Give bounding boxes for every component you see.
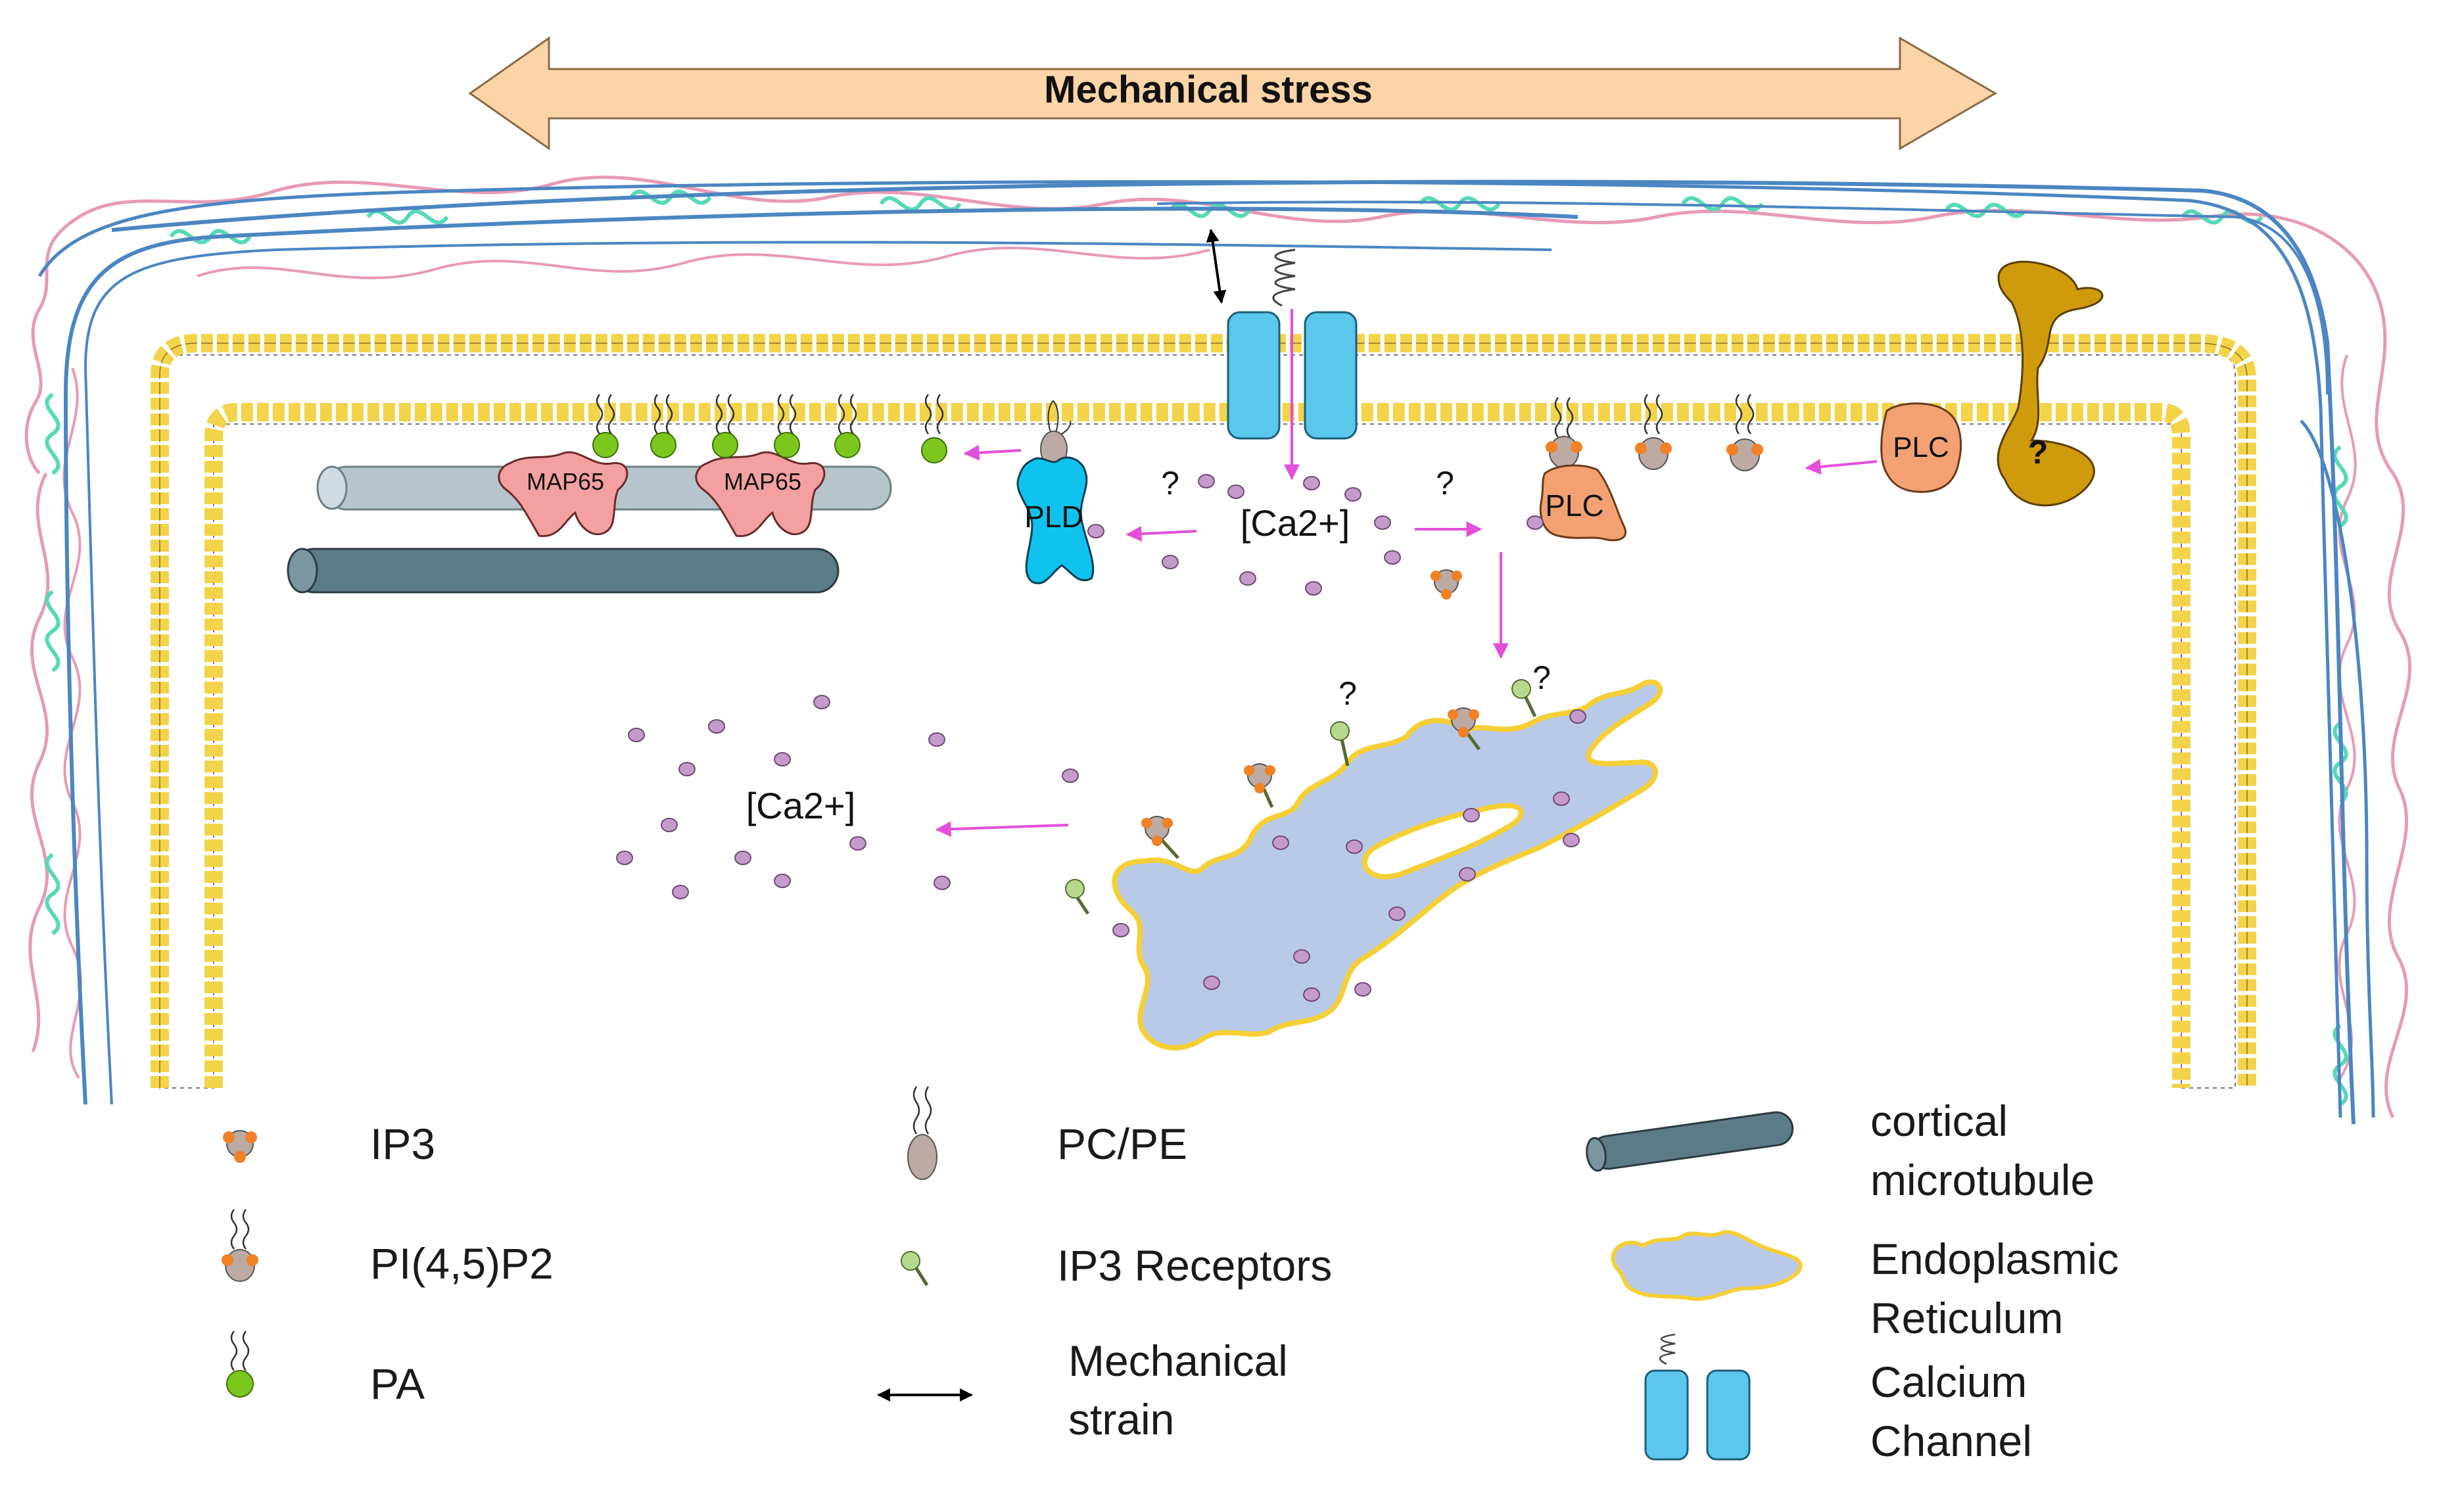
legend-ip3-receptors-label: IP3 Receptors bbox=[1057, 1241, 1332, 1290]
calcium-released: [Ca2+] bbox=[616, 695, 1079, 899]
unknown-to-pld-label: ? bbox=[1161, 465, 1179, 502]
ip3-receptor bbox=[1141, 816, 1179, 859]
map65-label: MAP65 bbox=[724, 468, 801, 495]
cellulose-microfibril bbox=[2300, 419, 2375, 1118]
legend-pip2-label: PI(4,5)P2 bbox=[370, 1239, 554, 1288]
calcium-released-label: [Ca2+] bbox=[746, 785, 856, 826]
mechanical-stress-title: Mechanical stress bbox=[1044, 68, 1373, 111]
hemicellulose-fiber bbox=[169, 189, 2263, 245]
ip3-receptor bbox=[1244, 763, 1275, 809]
legend-pcpe-label: PC/PE bbox=[1057, 1120, 1187, 1168]
pectin-fiber bbox=[2338, 354, 2357, 1079]
cellulose-microfibril bbox=[1156, 200, 2329, 395]
legend-mechanical-strain-label-1: Mechanical bbox=[1068, 1336, 1288, 1385]
legend-mechanical-strain-label-2: strain bbox=[1068, 1395, 1174, 1444]
plasma-membrane bbox=[151, 334, 2256, 1089]
cellulose-microfibril bbox=[111, 179, 2356, 1125]
calcium-cytosol-label: [Ca2+] bbox=[1241, 502, 1350, 544]
legend-er-label-2: Reticulum bbox=[1870, 1294, 2063, 1342]
calcium-cytosol: [Ca2+] ? ? bbox=[1087, 465, 1544, 659]
legend-ip3-receptors: IP3 Receptors bbox=[901, 1241, 1332, 1290]
legend-channel-label-1: Calcium bbox=[1870, 1357, 2027, 1406]
unknown-er-label-2: ? bbox=[1532, 659, 1551, 696]
pip2-lipid bbox=[1546, 397, 1582, 469]
mechanosensitive-spring bbox=[1272, 248, 1296, 307]
mechanical-stress-arrow: Mechanical stress bbox=[468, 36, 1997, 151]
legend-mechanical-strain: Mechanical strain bbox=[877, 1336, 1288, 1444]
legend-pcpe: PC/PE bbox=[907, 1086, 1187, 1180]
legend-pa: PA bbox=[226, 1331, 425, 1408]
microtubule-front bbox=[291, 548, 840, 594]
unknown-receptor-label: ? bbox=[2028, 434, 2049, 471]
cell-wall bbox=[24, 176, 2412, 1125]
membrane-inner-leaflet bbox=[204, 403, 2191, 1088]
membrane-outline bbox=[159, 342, 2248, 1088]
unknown-er-label-1: ? bbox=[1339, 675, 1357, 712]
pa-lipids bbox=[592, 394, 947, 463]
legend: IP3 PI(4,5)P2 PA PC/PE IP3 Receptors bbox=[222, 1086, 2119, 1465]
legend-pip2: PI(4,5)P2 bbox=[222, 1209, 554, 1288]
map65-label: MAP65 bbox=[527, 468, 604, 495]
cortical-microtubules: MAP65 MAP65 bbox=[287, 451, 892, 594]
pld-label: PLD bbox=[1024, 500, 1083, 534]
plc-enzyme: PLC bbox=[1539, 464, 1626, 542]
legend-microtubule-label-1: cortical bbox=[1870, 1096, 2008, 1145]
calcium-channel bbox=[1206, 229, 1358, 481]
legend-channel-label-2: Channel bbox=[1870, 1417, 2032, 1465]
ip3-receptor bbox=[1065, 879, 1090, 915]
unknown-to-plc-label: ? bbox=[1436, 465, 1454, 502]
pa-lipid bbox=[921, 394, 947, 463]
pa-lipid bbox=[774, 394, 800, 458]
legend-er-label-1: Endoplasmic bbox=[1870, 1235, 2119, 1283]
pa-lipid bbox=[834, 394, 861, 458]
legend-pa-label: PA bbox=[370, 1359, 425, 1408]
plc-enzyme: PLC bbox=[1880, 402, 1962, 493]
cellulose-microfibril bbox=[37, 179, 2342, 1118]
pip2-lipid bbox=[1726, 394, 1763, 471]
pld-enzyme: PLD bbox=[1016, 400, 1095, 584]
pa-lipid bbox=[712, 394, 738, 458]
legend-microtubule-label-2: microtubule bbox=[1870, 1156, 2095, 1204]
pip2-lipid bbox=[1635, 394, 1672, 470]
legend-microtubule: cortical microtubule bbox=[1586, 1096, 2095, 1204]
ip3-molecule bbox=[1431, 569, 1462, 600]
ip3-receptor bbox=[1330, 721, 1350, 766]
map65-protein: MAP65 bbox=[695, 451, 826, 537]
pa-lipid bbox=[592, 394, 619, 458]
cellulose-microfibril bbox=[63, 206, 1578, 1105]
pectin-fiber bbox=[197, 247, 1210, 279]
pectin-fiber bbox=[28, 472, 50, 1052]
legend-ip3: IP3 bbox=[223, 1120, 435, 1168]
unknown-receptor: ? bbox=[1997, 260, 2104, 507]
legend-calcium-channel: Calcium Channel bbox=[1644, 1333, 2032, 1465]
legend-ip3-label: IP3 bbox=[370, 1120, 435, 1168]
mechanical-strain-arrow bbox=[1206, 229, 1227, 304]
endoplasmic-reticulum: ? ? bbox=[1065, 659, 1663, 1050]
ip3-receptor bbox=[1511, 679, 1537, 718]
pa-lipid bbox=[650, 394, 676, 458]
plc-membrane-label: PLC bbox=[1893, 431, 1949, 463]
legend-endoplasmic-reticulum: Endoplasmic Reticulum bbox=[1611, 1230, 2119, 1342]
plc-inner-label: PLC bbox=[1545, 488, 1603, 523]
pip2-lipids bbox=[1546, 394, 1763, 471]
map65-protein: MAP65 bbox=[498, 451, 628, 537]
pectin-fiber bbox=[24, 176, 2412, 1119]
cellulose-microfibril bbox=[83, 241, 1552, 1105]
hemicellulose-fiber bbox=[45, 392, 2348, 1106]
ip3-receptor bbox=[1448, 707, 1481, 751]
